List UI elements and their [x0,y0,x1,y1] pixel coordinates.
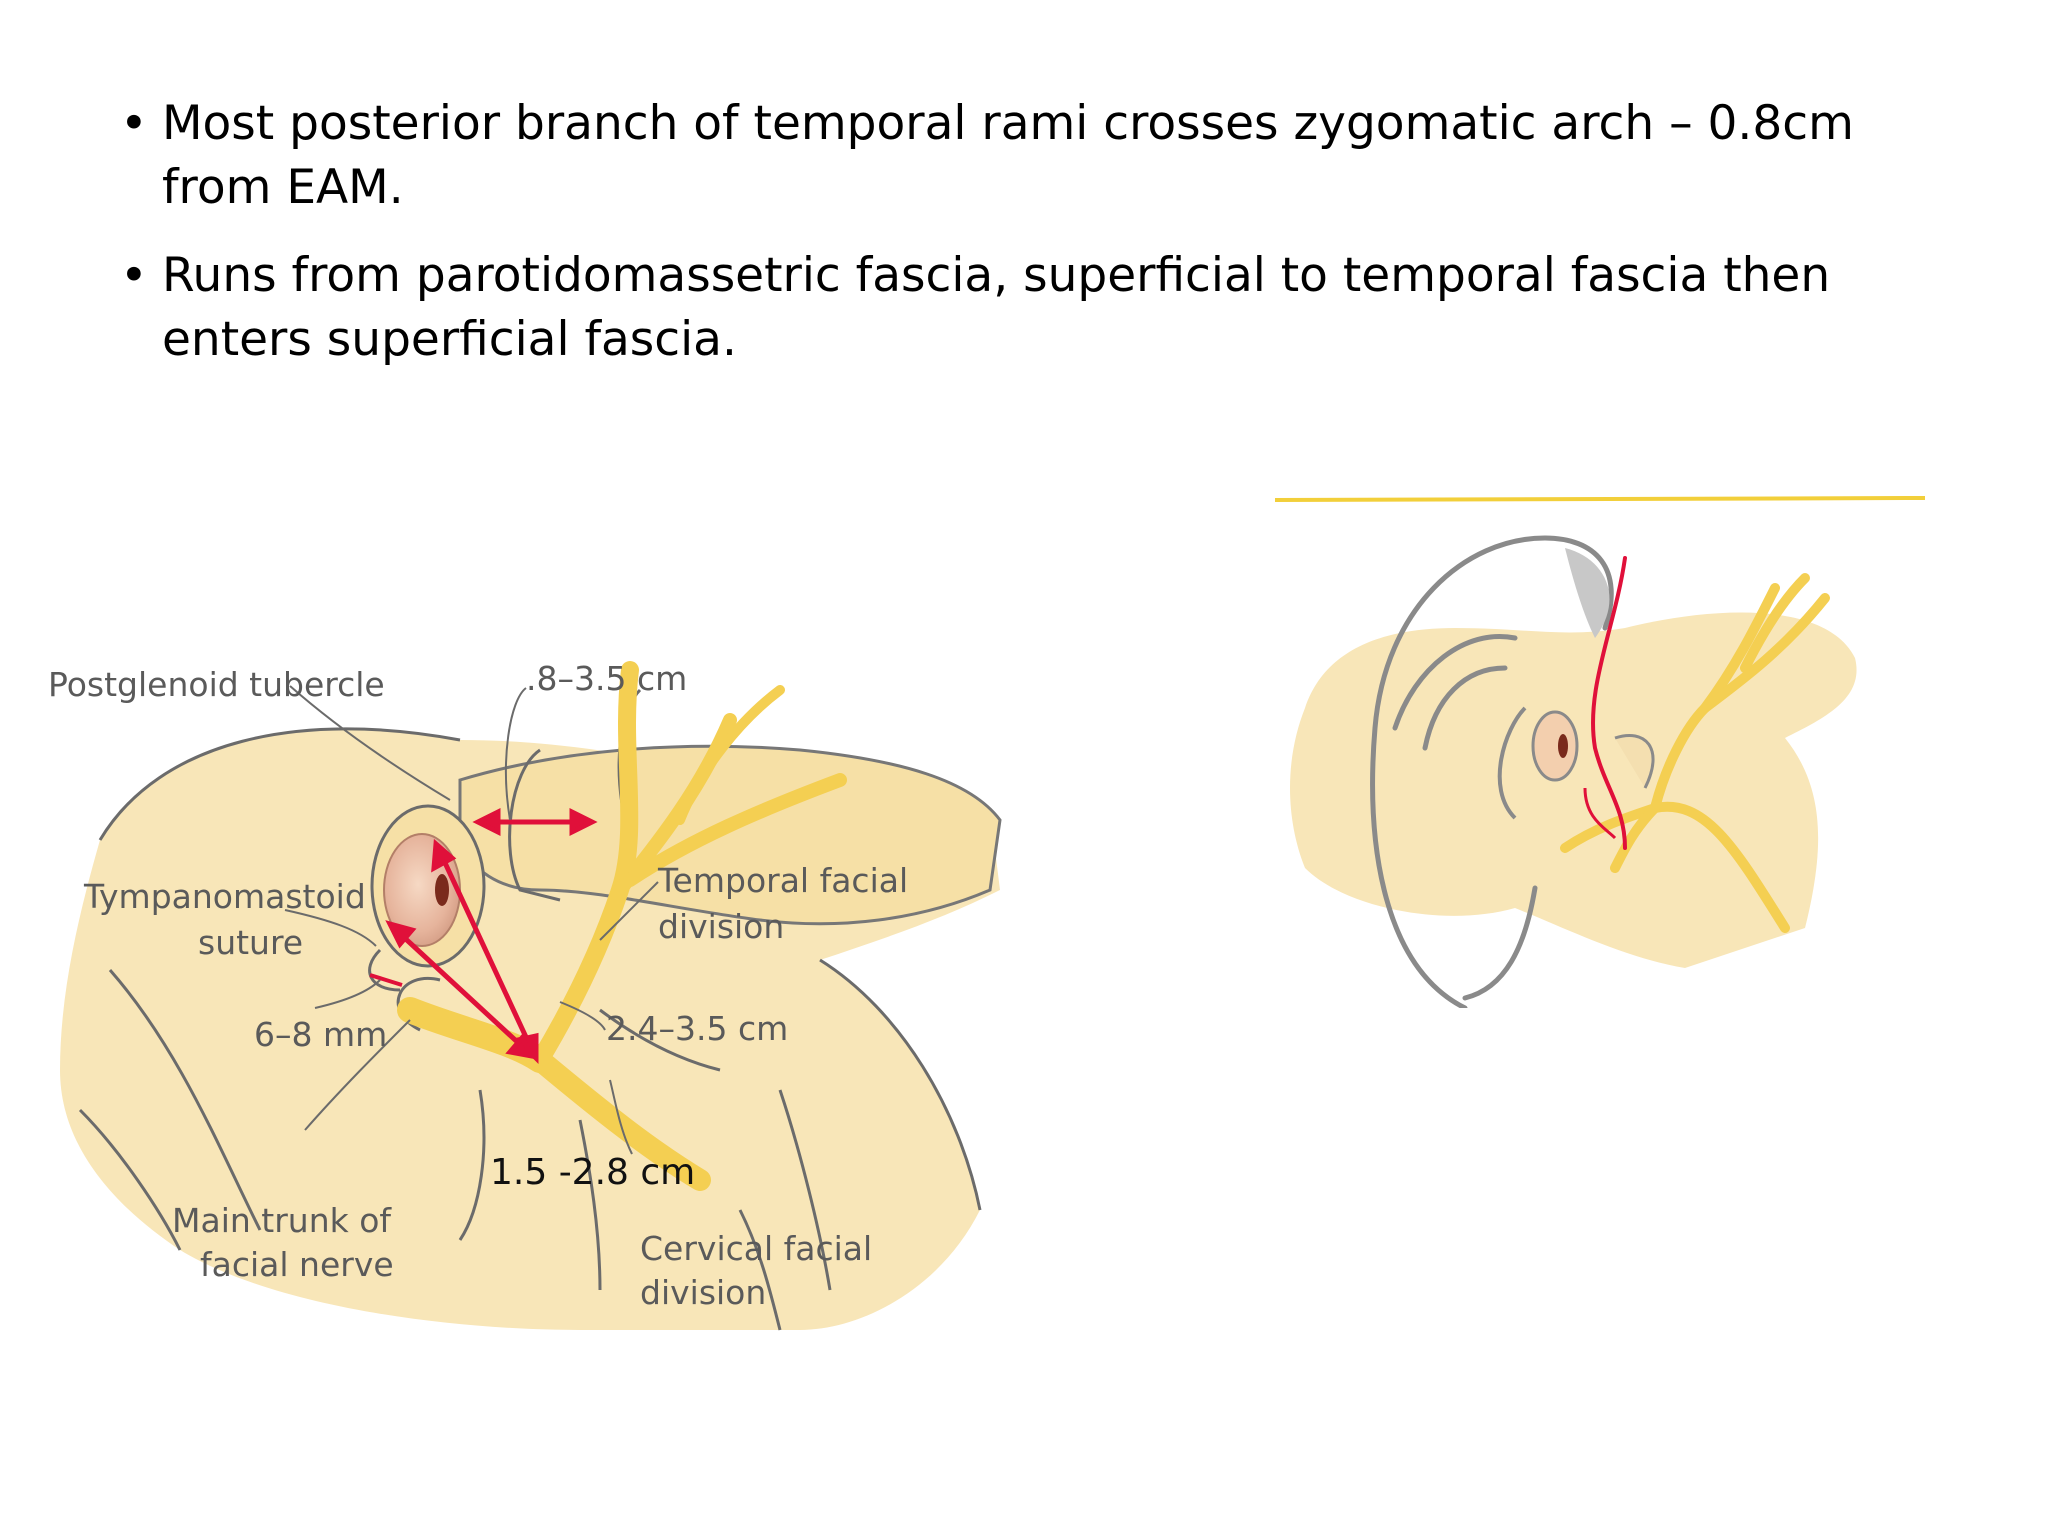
label-suture: suture [198,923,303,962]
bullet-text: Most posterior branch of temporal rami c… [162,96,1854,215]
label-6-8mm: 6–8 mm [254,1015,387,1054]
temporal-branch-red [1590,556,1627,850]
label-tympanomastoid: Tympanomastoid [83,877,366,916]
label-distance-low: 1.5 -2.8 cm [490,1152,695,1193]
label-distance-mid: 2.4–3.5 cm [606,1009,788,1048]
temporal-branch-2 [623,773,847,887]
nerve-branches [1560,573,1830,933]
label-temporal-division: division [658,907,784,946]
bullet-dot: • [120,248,148,303]
canal-dark-spot [435,874,449,906]
leader-lines [284,685,659,1155]
bullet-item: • Most posterior branch of temporal rami… [120,92,1960,220]
skull-outlines [78,688,982,1331]
helix-grey [1565,548,1610,638]
label-cervical-division: division [640,1273,766,1312]
ear-canal [1531,710,1579,782]
ear-canal-dark [1558,734,1568,758]
label-main-trunk: Main trunk of [172,1201,392,1240]
label-postglenoid-tubercle: Postglenoid tubercle [48,665,385,704]
bullet-text: Runs from parotidomassetric fascia, supe… [162,248,1831,367]
temporal-branch-3 [675,685,785,825]
facial-nerve-distance-diagram: Postglenoid tubercle .8–3.5 cm Tympanoma… [48,659,1002,1331]
label-temporal-facial: Temporal facial [657,861,908,900]
bullet-list: • Most posterior branch of temporal rami… [120,92,1960,396]
measurement-arrows [369,807,598,1065]
accent-line [1274,496,1926,502]
cervical-division [529,1049,711,1191]
zygomatic-arch [458,744,1002,926]
ear-outline [1370,535,1614,1008]
label-distance-top: .8–3.5 cm [526,659,687,698]
bullet-item: • Runs from parotidomassetric fascia, su… [120,244,1960,372]
ear-temporal-branch-diagram [1274,496,1926,1008]
bullet-dot: • [120,96,148,151]
label-cervical-facial: Cervical facial [640,1229,872,1268]
label-facial-nerve: facial nerve [200,1245,394,1284]
